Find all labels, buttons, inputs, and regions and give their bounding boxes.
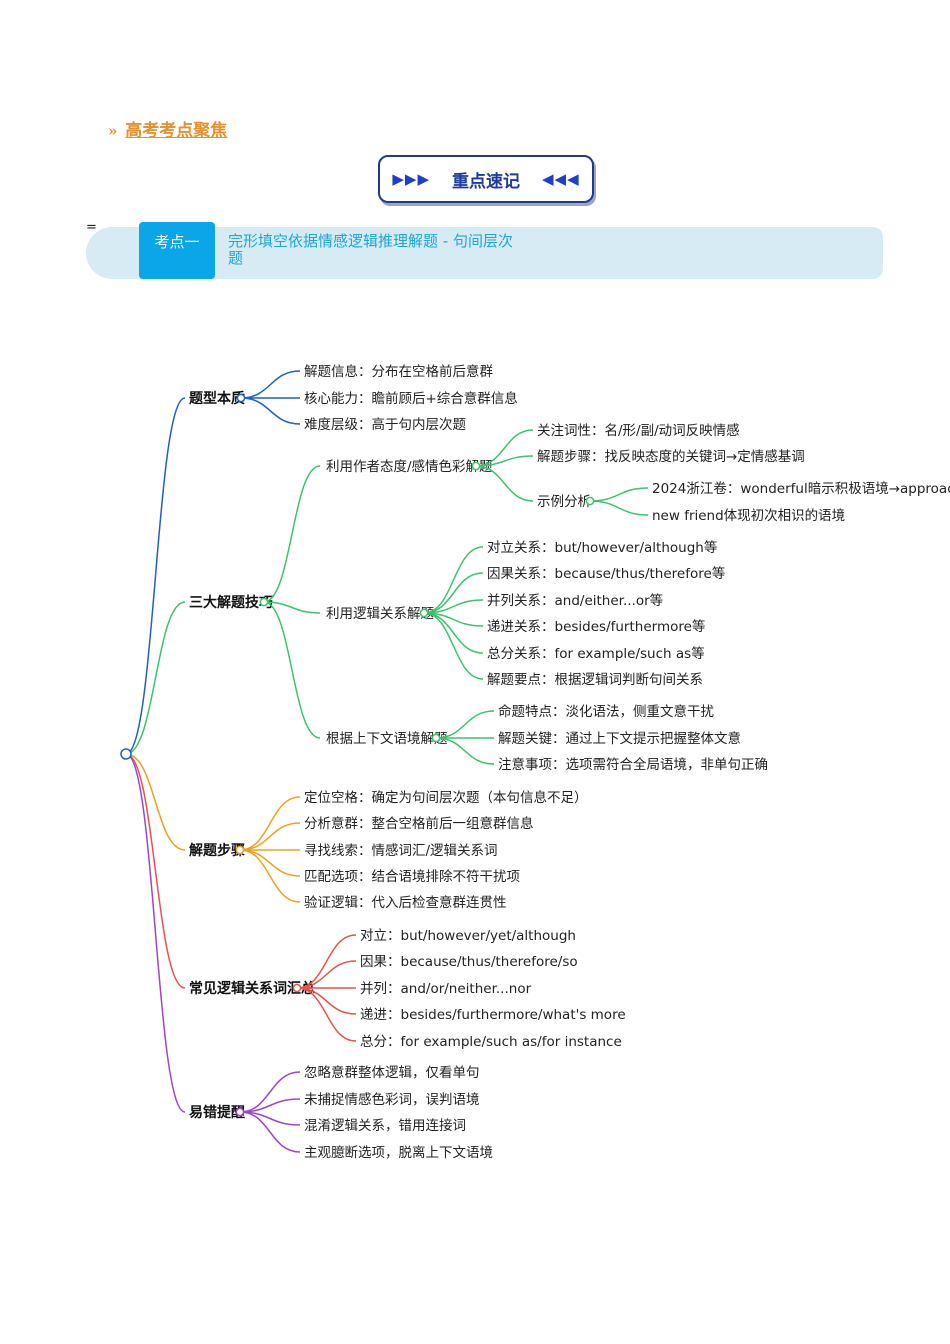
leaf-label: 总分关系：for example/such as等: [487, 645, 705, 662]
sub-branch-label: 利用逻辑关系解题: [326, 606, 434, 622]
leaf-label: 递进：besides/furthermore/what's more: [360, 1007, 626, 1023]
leaf-label: 关注词性：名/形/副/动词反映情感: [537, 422, 740, 439]
leaf-connector: [296, 960, 357, 989]
sub-branch-connector: [263, 465, 321, 603]
leaf-connector: [423, 612, 484, 680]
sub-branch-label: 利用作者态度/感情色彩解题: [326, 458, 493, 475]
leaf-label: 示例分析: [537, 494, 591, 510]
equal-mark: =: [86, 220, 97, 235]
leaf-label: 注意事项：选项需符合全局语境，非单句正确: [498, 756, 768, 773]
leaf-connector: [239, 1111, 301, 1153]
double-chevron-icon: »: [108, 122, 118, 140]
topic-band: [86, 227, 883, 279]
branch-label: 常见逻辑关系词汇总: [189, 980, 315, 997]
branch-connector: [125, 753, 186, 989]
topic-title: 完形填空依据情感逻辑推理解题 - 句间层次题: [228, 232, 513, 267]
leaf-connector: [240, 397, 301, 425]
leaf-label: 混淆逻辑关系，错用连接词: [304, 1117, 466, 1134]
left-arrows-icon: ◀◀◀: [542, 170, 580, 188]
leaf-label: new friend体现初次相识的语境: [652, 507, 845, 524]
leaf-label: 验证逻辑：代入后检查意群连贯性: [304, 894, 507, 911]
leaf-label: 并列关系：and/either...or等: [487, 592, 663, 609]
leaf-label: 对立关系：but/however/although等: [487, 539, 717, 556]
branch-label: 三大解题技巧: [189, 594, 273, 611]
example-node[interactable]: [585, 496, 595, 506]
leaf-connector: [239, 822, 301, 851]
leaf-label: 因果：because/thus/therefore/so: [360, 954, 578, 970]
leaf-label: 递进关系：besides/furthermore等: [487, 618, 705, 635]
leaf-label: 未捕捉情感色彩词，误判语境: [304, 1091, 480, 1108]
leaf-connector: [240, 370, 301, 399]
leaf-label: 并列：and/or/neither...nor: [360, 981, 532, 997]
leaf-connector: [475, 455, 534, 467]
leaf-label: 2024浙江卷：wonderful暗示积极语境→approached合理: [652, 481, 950, 497]
branch-label: 题型本质: [189, 390, 245, 407]
leaf-connector: [239, 849, 301, 903]
branch-label: 易错提醒: [189, 1104, 245, 1121]
sub-branch-connector: [263, 601, 321, 739]
leaf-connector: [589, 500, 649, 516]
section-header-link[interactable]: » 高考考点聚焦: [108, 116, 227, 141]
leaf-connector: [239, 849, 301, 877]
branch-node[interactable]: [235, 1107, 245, 1117]
sub-branch-connector: [263, 601, 321, 614]
leaf-label: 解题关键：通过上下文提示把握整体文意: [498, 730, 741, 747]
leaf-label: 因果关系：because/thus/therefore等: [487, 565, 725, 582]
leaf-label: 命题特点：淡化语法，侧重文意干扰: [498, 703, 714, 720]
section-header-text[interactable]: 高考考点聚焦: [125, 121, 228, 141]
branch-node[interactable]: [235, 845, 245, 855]
leaf-connector: [296, 934, 357, 989]
leaf-label: 核心能力：瞻前顾后+综合意群信息: [304, 390, 518, 407]
leaf-connector: [435, 710, 495, 739]
branch-connector: [125, 753, 186, 1113]
leaf-connector: [435, 737, 495, 765]
key-points-title: 重点速记: [452, 171, 520, 192]
leaf-connector: [239, 796, 301, 851]
topic-tag: 考点一: [139, 222, 215, 279]
branch-connector: [125, 753, 186, 851]
leaf-label: 主观臆断选项，脱离上下文语境: [304, 1144, 493, 1161]
branch-node[interactable]: [292, 983, 302, 993]
sub-branch-node[interactable]: [471, 461, 481, 471]
sub-branch-node[interactable]: [419, 608, 429, 618]
leaf-label: 分析意群：整合空格前后一组意群信息: [304, 815, 534, 832]
branch-node[interactable]: [236, 393, 246, 403]
branch-connector: [125, 397, 186, 755]
branch-label: 解题步骤: [189, 842, 245, 859]
leaf-connector: [589, 487, 649, 502]
branch-node[interactable]: [259, 597, 269, 607]
sub-branch-label: 根据上下文语境解题: [326, 731, 448, 747]
leaf-label: 对立：but/however/yet/although: [360, 928, 576, 944]
leaf-label: 定位空格：确定为句间层次题（本句信息不足）: [304, 789, 588, 806]
leaf-label: 解题要点：根据逻辑词判断句间关系: [487, 672, 703, 688]
leaf-connector: [296, 987, 357, 1042]
key-points-banner: ▶▶▶ 重点速记 ◀◀◀: [378, 155, 594, 203]
leaf-label: 忽略意群整体逻辑，仅看单句: [304, 1064, 480, 1081]
branch-connector: [125, 601, 186, 755]
leaf-connector: [475, 465, 534, 502]
leaf-label: 匹配选项：结合语境排除不符干扰项: [304, 869, 520, 885]
leaf-label: 解题步骤：找反映态度的关键词→定情感基调: [537, 448, 805, 465]
right-arrows-icon: ▶▶▶: [392, 170, 430, 188]
sub-branch-node[interactable]: [431, 733, 441, 743]
leaf-label: 寻找线索：情感词汇/逻辑关系词: [304, 842, 498, 859]
leaf-label: 总分：for example/such as/for instance: [360, 1034, 622, 1050]
leaf-label: 难度层级：高于句内层次题: [304, 416, 466, 433]
leaf-label: 解题信息：分布在空格前后意群: [304, 363, 493, 380]
root-node[interactable]: [120, 748, 132, 760]
leaf-connector: [423, 546, 484, 614]
